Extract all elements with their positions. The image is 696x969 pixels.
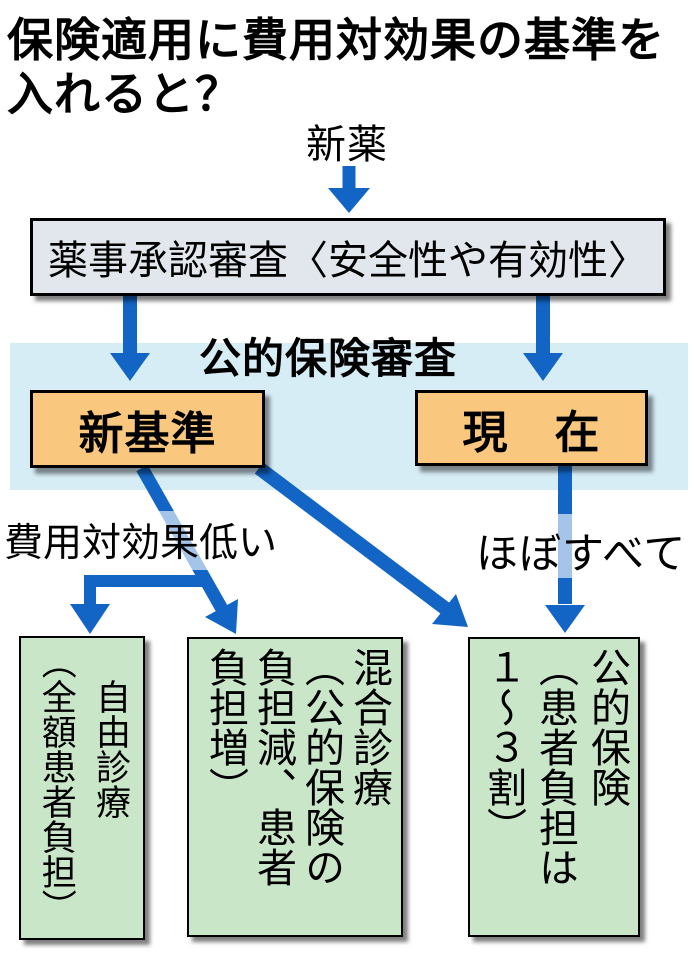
arrow-approval-to-current bbox=[523, 296, 563, 381]
almost-all-label: ほぼすべて bbox=[476, 530, 687, 577]
arrow-branch-to-free bbox=[70, 575, 206, 634]
new-drug-label: 新薬 bbox=[306, 123, 388, 167]
new-criteria-box: 新基準 bbox=[30, 390, 265, 468]
outcome-mixed-care-text: 混合診療 （公的保険の 負担減、患者 負担増） bbox=[203, 647, 391, 887]
outcome-public-insurance-box: 公的保険 （患者負担は １〜３割） bbox=[468, 637, 640, 937]
new-criteria-text: 新基準 bbox=[78, 407, 217, 459]
outcome-free-care-text: 自由診療 （全額患者負担） bbox=[36, 644, 130, 924]
current-text: 現 在 bbox=[462, 406, 601, 458]
outcome-free-care-box: 自由診療 （全額患者負担） bbox=[19, 636, 145, 940]
outcome-mixed-care-box: 混合診療 （公的保険の 負担減、患者 負担増） bbox=[187, 637, 403, 937]
outcome-public-insurance-text: 公的保険 （患者負担は １〜３割） bbox=[481, 647, 629, 887]
current-box: 現 在 bbox=[415, 390, 648, 466]
page-title: 保険適用に費用対効果の基準を 入れると？ bbox=[7, 14, 665, 120]
approval-review-text: 薬事承認審査〈安全性や有効性〉 bbox=[48, 239, 648, 283]
approval-review-box: 薬事承認審査〈安全性や有効性〉 bbox=[30, 218, 666, 296]
label-right-backplate bbox=[472, 514, 696, 578]
arrow-newcriteria-to-public bbox=[254, 462, 468, 627]
arrow-approval-to-newcriteria bbox=[110, 296, 150, 381]
public-insurance-review-heading: 公的保険審査 bbox=[198, 335, 457, 382]
label-left-backplate bbox=[0, 511, 234, 570]
arrow-newdrug-to-approval bbox=[328, 166, 370, 213]
low-cost-effectiveness-label: 費用対効果低い bbox=[4, 522, 278, 565]
